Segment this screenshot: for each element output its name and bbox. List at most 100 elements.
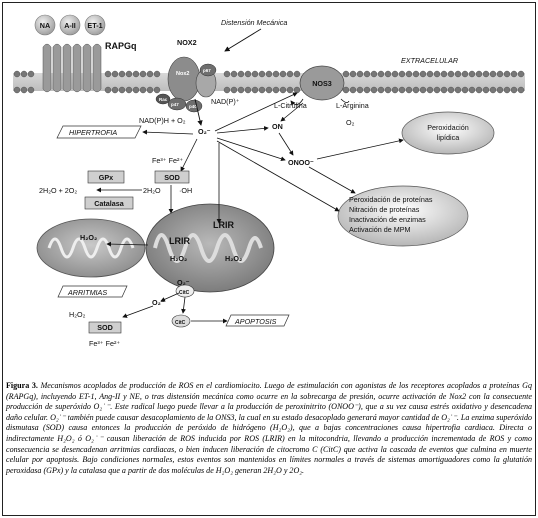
lipid-head	[496, 70, 504, 78]
l-arginina-label: L-Arginina	[336, 101, 369, 110]
lipid-head	[13, 86, 21, 94]
lipid-head	[412, 70, 420, 78]
lipid-head	[489, 86, 497, 94]
lipid-head	[258, 70, 266, 78]
lipid-head	[503, 86, 511, 94]
apoptosis-node: APOPTOSIS	[225, 314, 290, 327]
superoxide-mito-label: O₂⁻	[177, 278, 190, 287]
lipid-head	[426, 86, 434, 94]
lipid-head	[405, 86, 413, 94]
lipid-head	[139, 86, 147, 94]
oh-label: ·OH	[179, 186, 192, 195]
svg-text:ET-1: ET-1	[87, 21, 102, 30]
ligand-na: NA	[34, 14, 56, 36]
lipid-head	[111, 86, 119, 94]
svg-text:Nitración de proteínas: Nitración de proteínas	[349, 205, 420, 214]
lipid-head	[272, 86, 280, 94]
extracellular-label: EXTRACELULAR	[401, 56, 458, 65]
lipid-head	[230, 70, 238, 78]
lipid-head	[391, 86, 399, 94]
lipid-head	[349, 70, 357, 78]
svg-text:p67: p67	[203, 68, 211, 73]
lipid-head	[223, 70, 231, 78]
svg-text:LRIR: LRIR	[213, 220, 234, 230]
sod-node: SOD	[154, 170, 190, 184]
svg-text:SOD: SOD	[97, 323, 113, 332]
o2-nos3-label: O₂	[346, 118, 355, 127]
lipid-head	[503, 70, 511, 78]
svg-text:APOPTOSIS: APOPTOSIS	[234, 317, 277, 326]
lipid-head	[279, 86, 287, 94]
lipid-head	[468, 70, 476, 78]
svg-text:Activación de MPM: Activación de MPM	[349, 225, 411, 234]
ros-diagram: NA A-II ET-1 RAPGq Distensión Mecánica N…	[3, 3, 535, 377]
lipid-head	[391, 70, 399, 78]
fe-label-bottom: Fe³⁺ Fe²⁺	[89, 339, 120, 348]
lipid-head	[342, 86, 350, 94]
svg-text:HIPERTROFIA: HIPERTROFIA	[69, 128, 117, 137]
nox2-complex: NOX2 Nox2 p47 p40 p67 Rac NAD(P)⁺	[155, 38, 240, 113]
caption-text: Mecanismos acoplados de producción de RO…	[6, 381, 533, 475]
lipid-head	[293, 70, 301, 78]
svg-text:Catalasa: Catalasa	[94, 199, 125, 208]
svg-text:NOX2: NOX2	[177, 38, 197, 47]
fe-label-top: Fe³⁺ Fe²⁺	[152, 156, 183, 165]
svg-text:ARRITMIAS: ARRITMIAS	[67, 288, 107, 297]
svg-text:LRIR: LRIR	[169, 236, 190, 246]
lipid-head	[146, 86, 154, 94]
svg-text:NAD(P)⁺: NAD(P)⁺	[211, 97, 240, 106]
h2o-2o2-label: 2H₂O + 2O₂	[39, 186, 77, 195]
svg-text:GPx: GPx	[99, 173, 113, 182]
lipid-head	[265, 70, 273, 78]
lipid-head	[412, 86, 420, 94]
lipid-head	[286, 86, 294, 94]
lipid-head	[13, 70, 21, 78]
lipid-head	[405, 70, 413, 78]
lipid-head	[384, 86, 392, 94]
svg-text:Nox2: Nox2	[176, 71, 189, 77]
stretch-label: Distensión Mecánica	[221, 18, 287, 27]
lipid-head	[510, 70, 518, 78]
lipid-head	[363, 70, 371, 78]
citc-released	[171, 314, 191, 328]
lipid-head	[118, 86, 126, 94]
lipid-head	[370, 86, 378, 94]
protein-effects-node: Peroxidación de proteínas Nitración de p…	[337, 185, 469, 247]
svg-text:p47: p47	[171, 102, 179, 107]
lipid-head	[237, 86, 245, 94]
hipertrofia-node: HIPERTROFIA	[56, 125, 142, 139]
lipid-head	[482, 70, 490, 78]
lipid-head	[244, 70, 252, 78]
lipid-head	[349, 86, 357, 94]
lipid-head	[125, 70, 133, 78]
ligand-et-1: ET-1	[84, 14, 106, 36]
rapgq-receptor: RAPGq	[42, 41, 137, 93]
svg-text:Inactivación de enzimas: Inactivación de enzimas	[349, 215, 426, 224]
lipid-head	[433, 86, 441, 94]
superoxide-label: O₂⁻	[198, 127, 211, 136]
lipid-head	[398, 70, 406, 78]
stretch-arrow	[224, 28, 262, 52]
lipid-head	[433, 70, 441, 78]
lipid-head	[475, 70, 483, 78]
lipid-head	[356, 86, 364, 94]
lipid-head	[440, 86, 448, 94]
svg-text:H₂O₂: H₂O₂	[170, 254, 187, 263]
lipid-head	[258, 86, 266, 94]
h2o2-lower-label: H₂O₂	[69, 310, 86, 319]
lipid-head	[363, 86, 371, 94]
lipid-head	[419, 70, 427, 78]
svg-text:CitC: CitC	[179, 290, 190, 296]
lipid-head	[286, 70, 294, 78]
lipid-head	[251, 86, 259, 94]
lipid-head	[342, 70, 350, 78]
mitochondrion-small: H₂O₂	[36, 218, 146, 278]
svg-text:lipídica: lipídica	[437, 133, 459, 142]
lipid-head	[20, 70, 28, 78]
on-label: ON	[272, 122, 283, 131]
lipid-head	[265, 86, 273, 94]
svg-text:Peroxidación de proteínas: Peroxidación de proteínas	[349, 195, 433, 204]
h2o-label: 2H₂O	[143, 186, 161, 195]
lipid-head	[419, 86, 427, 94]
